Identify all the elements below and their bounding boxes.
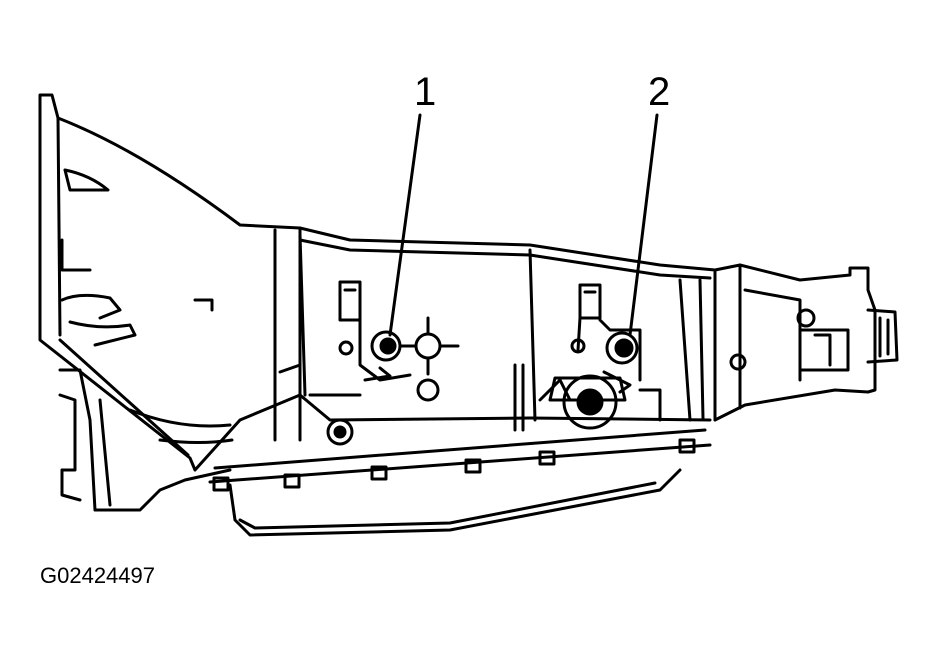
figure-id: G02424497 [40,563,155,588]
fill-tube [513,363,525,432]
oil-pan [208,428,712,537]
bell-housing [38,93,302,472]
converter-housing [58,368,234,512]
pan-bolt [326,418,354,446]
sensor-1 [338,280,460,402]
leader-line-2 [628,113,659,337]
main-case [273,226,717,442]
callout-number-1: 1 [414,70,437,114]
cooler-fitting [548,374,627,430]
callout-number-2: 2 [648,70,671,114]
extension-housing [678,263,899,422]
leader-line-1 [388,113,422,337]
